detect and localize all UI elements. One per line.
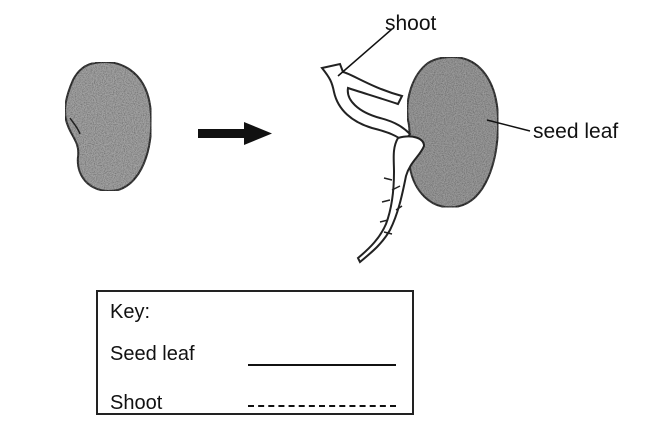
key-box: Key: Seed leaf Shoot	[96, 290, 414, 415]
key-solid-line	[248, 364, 396, 366]
root	[356, 135, 426, 264]
key-seed-leaf-label: Seed leaf	[110, 343, 195, 365]
shoot-pointer-line	[337, 28, 393, 77]
germinating-seed	[320, 55, 500, 264]
shoot	[320, 62, 412, 144]
key-title: Key:	[110, 301, 151, 323]
seed-leaf	[406, 55, 500, 209]
dry-seed	[64, 61, 153, 192]
right-arrow-icon	[198, 122, 272, 145]
seed-leaf-pointer-line	[486, 119, 531, 132]
key-dashed-line	[248, 405, 396, 407]
shoot-label: shoot	[385, 12, 437, 35]
seed-leaf-label: seed leaf	[533, 120, 619, 143]
key-shoot-label: Shoot	[110, 392, 163, 414]
